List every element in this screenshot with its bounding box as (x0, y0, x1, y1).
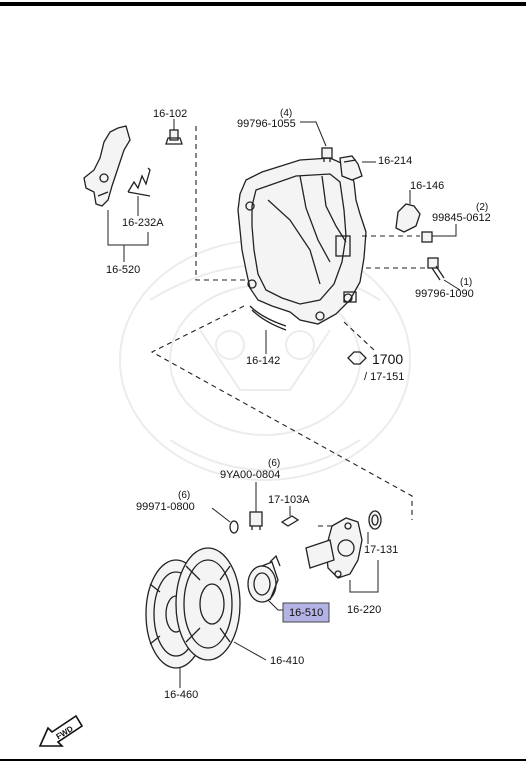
release-bearing-16-510[interactable] (247, 554, 284, 611)
label-16-510[interactable]: 16-510 (289, 607, 323, 619)
label-16-520[interactable]: 16-520 (106, 264, 140, 276)
label-17-131[interactable]: 17-131 (364, 544, 398, 556)
label-1700[interactable]: 1700 (372, 351, 403, 367)
clutch-housing[interactable] (237, 157, 367, 325)
bolt-99796-1055[interactable] (300, 121, 333, 162)
label-9ya00-0804[interactable]: 9YA00-0804 (220, 469, 280, 481)
projection-line-fork (195, 126, 250, 281)
projection-line-assembly (150, 305, 413, 520)
release-collar-16-220[interactable] (305, 517, 379, 593)
label-16-460[interactable]: 16-460 (164, 689, 198, 701)
transmission-ref-1700[interactable] (343, 321, 375, 365)
label-16-142[interactable]: 16-142 (246, 355, 280, 367)
highlight-box-16-510 (282, 602, 330, 623)
bolt-17-103a[interactable] (280, 506, 300, 527)
label-99971-0800[interactable]: 99971-0800 (136, 501, 195, 513)
qty-99796-1055: (4) (280, 108, 292, 119)
qty-99845-0612: (2) (476, 202, 488, 213)
label-16-102[interactable]: 16-102 (153, 108, 187, 120)
label-17-151[interactable]: / 17-151 (364, 371, 404, 383)
label-16-146[interactable]: 16-146 (410, 180, 444, 192)
top-rule (0, 2, 526, 6)
label-99845-0612[interactable]: 99845-0612 (432, 212, 491, 224)
return-spring-16-232a[interactable] (127, 167, 151, 197)
bolt-99845-0612[interactable] (421, 224, 457, 243)
seal-17-131[interactable] (367, 510, 382, 544)
seal-16-142[interactable] (249, 305, 287, 354)
forward-arrow-icon: FWD (38, 714, 84, 747)
label-16-214[interactable]: 16-214 (378, 155, 412, 167)
washer-99971-0800[interactable] (211, 507, 239, 534)
label-99796-1055[interactable]: 99796-1055 (237, 118, 296, 130)
bolt-99796-1090[interactable] (427, 257, 461, 291)
label-17-103a[interactable]: 17-103A (268, 494, 310, 506)
label-16-220[interactable]: 16-220 (347, 604, 381, 616)
label-16-232a[interactable]: 16-232A (122, 217, 164, 229)
qty-99796-1090: (1) (460, 277, 472, 288)
bolt-9ya00-0804[interactable] (249, 482, 263, 530)
qty-99971-0800: (6) (178, 490, 190, 501)
boot-16-214[interactable] (339, 155, 376, 181)
qty-9ya00-0804: (6) (268, 458, 280, 469)
label-16-410[interactable]: 16-410 (270, 655, 304, 667)
cover-16-146[interactable] (395, 190, 421, 233)
label-99796-1090[interactable]: 99796-1090 (415, 288, 474, 300)
release-fork[interactable] (83, 125, 131, 207)
pivot-pin-16-102[interactable] (165, 129, 183, 145)
pressure-plate-16-410[interactable] (175, 547, 267, 661)
